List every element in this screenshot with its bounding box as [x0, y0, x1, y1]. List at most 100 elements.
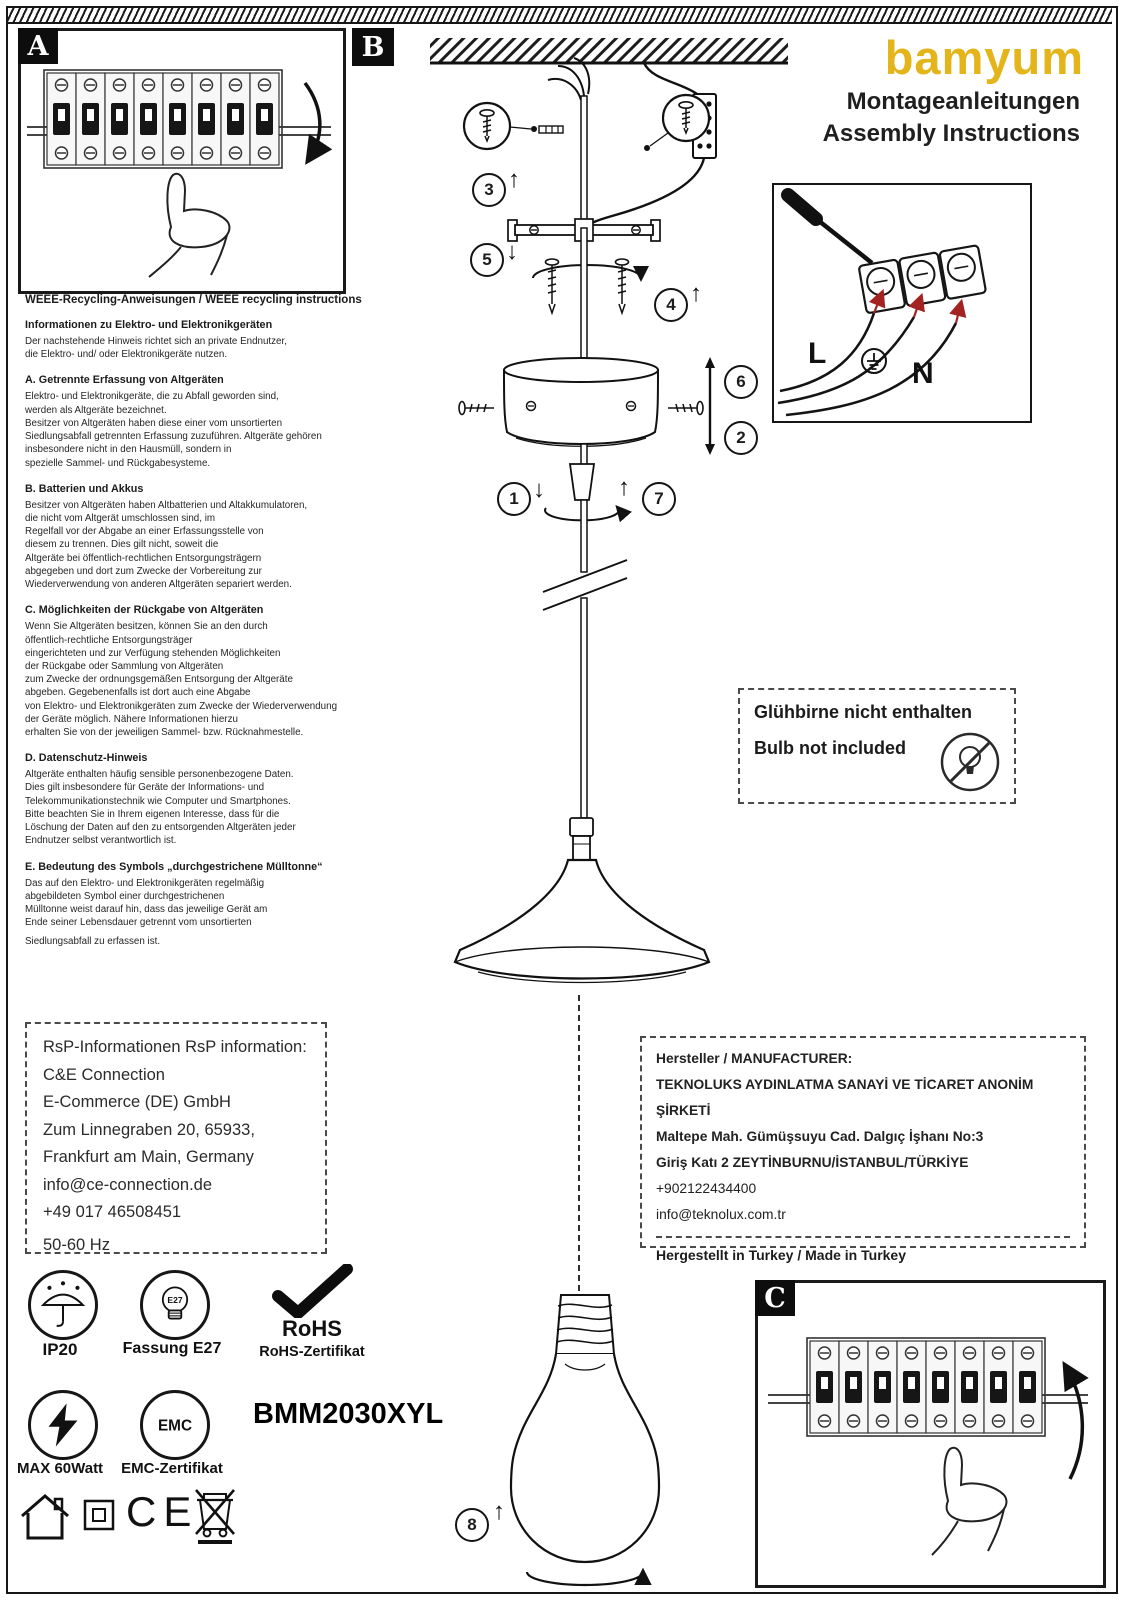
made-in-line: Hergestellt in Turkey / Made in Turkey	[656, 1236, 1070, 1263]
bulb-note-english: Bulb not included	[754, 738, 906, 758]
ip20-icon	[28, 1270, 98, 1340]
step-2-badge: 2	[724, 421, 758, 455]
rohs-check-icon	[272, 1264, 353, 1318]
weee-body: Altgeräte enthalten häufig sensible pers…	[25, 769, 296, 847]
weee-title: WEEE-Recycling-Anweisungen / WEEE recycl…	[25, 294, 362, 306]
step-3-badge: 3	[472, 173, 506, 207]
breaker-illustration-c	[768, 1337, 1089, 1556]
emc-cert-label: EMC-Zertifikat	[121, 1460, 223, 1477]
pointing-hand-icon	[166, 172, 231, 249]
screw-detail-left	[462, 101, 564, 151]
bulb-illustration	[509, 1294, 661, 1587]
strain-relief	[568, 463, 596, 501]
step-1-badge: 1	[497, 482, 531, 516]
lamp-holder	[569, 817, 594, 861]
rotate-up-arrow-icon	[1062, 1360, 1089, 1480]
rsp-info-box: RsP-Informationen RsP information: C&E C…	[25, 1022, 327, 1254]
earth-symbol-icon	[861, 348, 887, 374]
terminal-n-label: N	[912, 357, 934, 390]
lamp-shade	[453, 858, 711, 984]
wiring-detail-box: L N	[772, 183, 1032, 423]
no-bulb-icon	[940, 732, 1000, 792]
rohs-cert-label: RoHS-Zertifikat	[259, 1344, 365, 1360]
supply-wires	[547, 57, 591, 101]
bulb-note-german: Glühbirne nicht enthalten	[754, 702, 973, 722]
rsp-line: Frankfurt am Main, Germany	[43, 1148, 254, 1166]
rohs-label: RoHS	[282, 1316, 342, 1341]
breaker-row	[806, 1337, 1046, 1437]
weee-heading: A. Getrennte Erfassung von Altgeräten	[25, 374, 224, 387]
manufacturer-line: TEKNOLUKS AYDINLATMA SANAYİ VE TİCARET A…	[656, 1077, 1034, 1118]
step-5-badge: 5	[470, 243, 504, 277]
top-hatch-border	[8, 8, 1112, 24]
wiring-detail-illustration: L N	[777, 188, 987, 417]
breaker-illustration-a	[27, 69, 333, 278]
pendant-cord	[580, 95, 588, 229]
wire	[777, 316, 916, 405]
wire	[785, 322, 958, 417]
weee-body: Elektro- und Elektronikgeräte, die zu Ab…	[25, 391, 322, 469]
emc-icon: EMC	[140, 1390, 210, 1460]
weee-body: Wenn Sie Altgeräten besitzen, können Sie…	[25, 621, 338, 739]
weee-bin-icon	[195, 1489, 235, 1544]
step-6-badge: 6	[724, 365, 758, 399]
double-insulation-icon	[83, 1499, 115, 1531]
wire	[779, 312, 876, 393]
up-arrow-icon: ↑	[508, 166, 520, 193]
manufacturer-line: info@teknolux.com.tr	[656, 1207, 786, 1222]
rsp-line: +49 017 46508451	[43, 1203, 182, 1221]
max-watt-icon	[28, 1390, 98, 1460]
weee-heading: E. Bedeutung des Symbols „durchgestriche…	[25, 860, 323, 873]
manufacturer-line: Hersteller / MANUFACTURER:	[656, 1051, 853, 1066]
page-border	[6, 6, 1118, 1594]
house-icon	[21, 1494, 69, 1540]
panel-c-letter: C	[764, 1282, 786, 1314]
weee-heading: B. Batterien und Akkus	[25, 482, 144, 495]
panel-a-label: A	[18, 28, 58, 64]
emc-inner-label: EMC	[158, 1417, 192, 1434]
up-arrow-icon: ↑	[618, 474, 630, 501]
subtitle-english: Assembly Instructions	[822, 120, 1080, 147]
weee-body: Das auf den Elektro- und Elektronikgerät…	[25, 877, 268, 929]
e27-label: Fassung E27	[122, 1340, 222, 1357]
panel-b-letter: B	[361, 31, 385, 63]
down-arrow-icon: ↓	[533, 476, 545, 503]
pointing-hand-icon	[943, 1446, 1008, 1523]
panel-c-label: C	[755, 1280, 795, 1316]
assembly-diagram	[430, 38, 788, 984]
weee-heading: Informationen zu Elektro- und Elektronik…	[25, 319, 273, 331]
max-watt-label: MAX 60Watt	[16, 1460, 104, 1477]
wire-insert-arrow-icon	[949, 298, 967, 324]
model-number: BMM2030XYL	[253, 1398, 444, 1430]
down-arrow-icon: ↓	[506, 238, 518, 265]
manufacturer-box: Hersteller / MANUFACTURER: TEKNOLUKS AYD…	[640, 1036, 1086, 1263]
step-8-badge: 8	[455, 1508, 489, 1542]
wire-insert-arrow-icon	[868, 288, 886, 314]
ceiling-hatch	[430, 38, 788, 62]
ceiling-canopy	[502, 357, 660, 447]
terminal-l-label: L	[808, 337, 826, 370]
wire-insert-arrow-icon	[908, 292, 925, 318]
breaker-row	[43, 69, 283, 169]
rotate-arrow-icon	[525, 1567, 652, 1587]
step-7-badge: 7	[642, 482, 676, 516]
up-arrow-icon: ↑	[493, 1498, 505, 1525]
rsp-line: E-Commerce (DE) GmbH	[43, 1093, 231, 1111]
up-arrow-icon: ↑	[690, 280, 702, 307]
weee-text-block: WEEE-Recycling-Anweisungen / WEEE recycl…	[25, 294, 417, 949]
up-down-arrow-icon	[705, 357, 715, 455]
screw-detail-right	[644, 93, 711, 151]
weee-body: Besitzer von Altgeräten haben Altbatteri…	[25, 499, 308, 591]
e27-socket-icon: E27	[140, 1270, 210, 1340]
rsp-line: C&E Connection	[43, 1065, 165, 1084]
ip20-label: IP20	[42, 1340, 78, 1359]
rsp-line: RsP-Informationen RsP information:	[43, 1038, 307, 1056]
cord-break	[542, 559, 628, 593]
manufacturer-line: +902122434400	[656, 1181, 757, 1196]
rsp-line: 50-60 Hz	[43, 1235, 110, 1254]
panel-c	[755, 1280, 1106, 1588]
subtitle-german: Montageanleitungen	[846, 88, 1080, 115]
rsp-line: Zum Linnegraben 20, 65933,	[43, 1120, 255, 1139]
brand-logo: bamyum	[884, 31, 1084, 84]
